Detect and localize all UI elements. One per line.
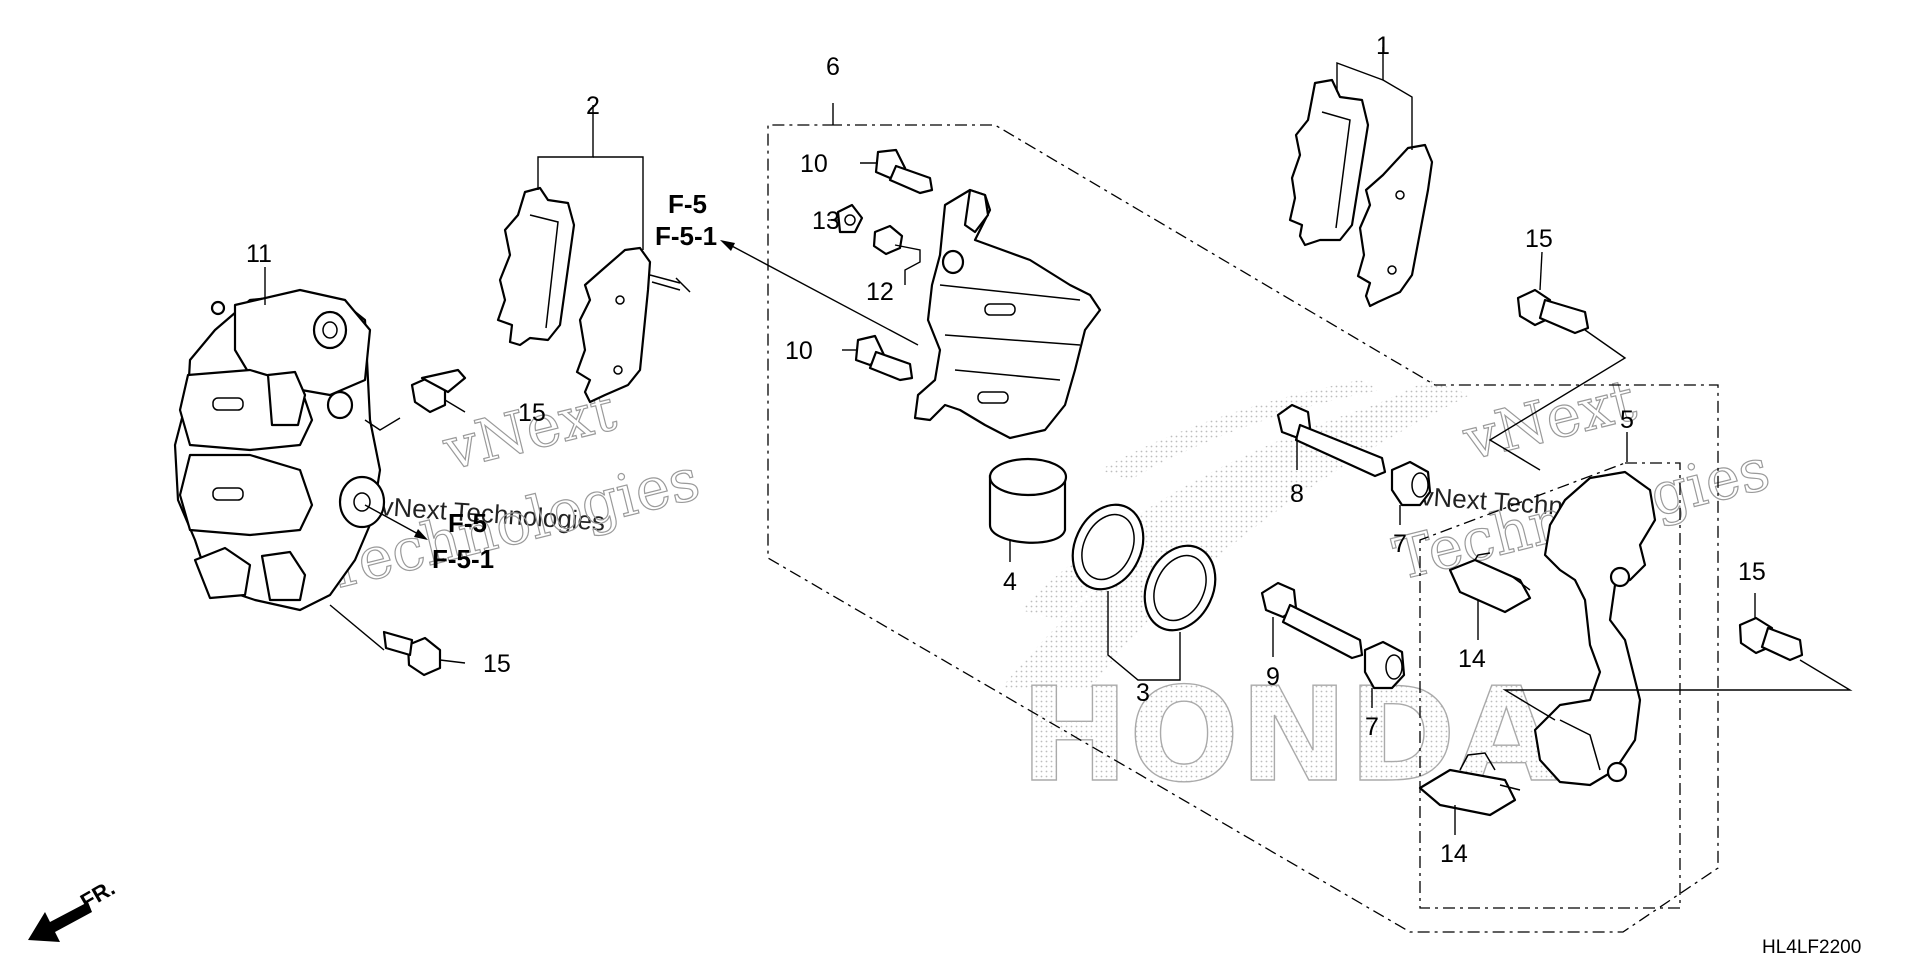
brake-pad-left-a [496, 186, 576, 347]
callout-6: 6 [826, 53, 840, 81]
caliper-bracket [1533, 470, 1657, 787]
bolt-15-c [1516, 288, 1590, 335]
piston-seals [1071, 503, 1217, 632]
callout-10-lower: 10 [785, 337, 813, 365]
slide-pin-9 [1260, 581, 1364, 660]
callout-10-upper: 10 [800, 150, 828, 178]
cross-ref-left-primary: F-5 [448, 508, 487, 538]
caliper-assembly [173, 288, 386, 612]
callout-3: 3 [1136, 679, 1150, 707]
pin-boot-7-upper [1390, 460, 1432, 507]
callout-7-lower: 7 [1365, 713, 1379, 741]
callout-8: 8 [1290, 480, 1304, 508]
drawing-code: HL4LF2200 [1762, 937, 1861, 958]
watermark-line1-right: vNext [1456, 366, 1642, 474]
group-boundary-5 [1419, 462, 1681, 909]
cross-ref-top-secondary: F-5-1 [655, 221, 717, 251]
callout-2: 2 [586, 92, 600, 120]
callout-numbers: 1 2 3 4 5 6 7 7 8 9 10 10 11 12 13 14 14… [246, 32, 1766, 868]
cross-ref-top-primary: F-5 [668, 189, 707, 219]
slide-pin-8 [1276, 403, 1387, 478]
pin-boot-7-lower [1363, 640, 1406, 690]
callout-15-left-upper: 15 [518, 399, 546, 427]
caliper-body [913, 188, 1102, 440]
group-boundary-6 [767, 124, 1719, 933]
callout-13: 13 [812, 207, 840, 235]
front-direction-indicator: FR. [28, 875, 119, 942]
cap-12 [872, 224, 904, 256]
bolt-15-a [410, 368, 467, 414]
cross-reference-left: F-5 F-5-1 [432, 508, 494, 574]
callout-15-right-upper: 15 [1525, 225, 1553, 253]
callout-12: 12 [866, 278, 894, 306]
callout-15-right-lower: 15 [1738, 558, 1766, 586]
piston [988, 457, 1068, 544]
callout-5: 5 [1620, 406, 1634, 434]
callout-15-left-lower: 15 [483, 650, 511, 678]
bolt-15-d [1738, 616, 1804, 662]
bleeder-screw-13 [836, 203, 864, 234]
callout-14-upper: 14 [1458, 645, 1486, 673]
bolt-15-b [382, 630, 442, 677]
brake-pad-right-b [1356, 143, 1434, 308]
callout-9: 9 [1266, 663, 1280, 691]
pad-spring-14-lower [1418, 752, 1521, 817]
callout-14-lower: 14 [1440, 840, 1468, 868]
callout-11: 11 [246, 240, 272, 268]
cross-ref-left-secondary: F-5-1 [432, 544, 494, 574]
brake-pad-right-a [1288, 78, 1370, 247]
watermark-brand: HONDA [1020, 659, 1557, 811]
callout-4: 4 [1003, 568, 1017, 596]
callout-7-upper: 7 [1393, 530, 1407, 558]
cross-reference-top: F-5 F-5-1 [655, 189, 717, 251]
brake-pad-left-b [575, 246, 691, 404]
bolt-10-upper [874, 148, 934, 195]
front-arrow-icon [28, 902, 92, 942]
pad-spring-14-upper [1448, 552, 1532, 614]
bolt-10-lower [854, 334, 914, 382]
leader-lines [264, 47, 1853, 835]
callout-1: 1 [1376, 32, 1390, 60]
